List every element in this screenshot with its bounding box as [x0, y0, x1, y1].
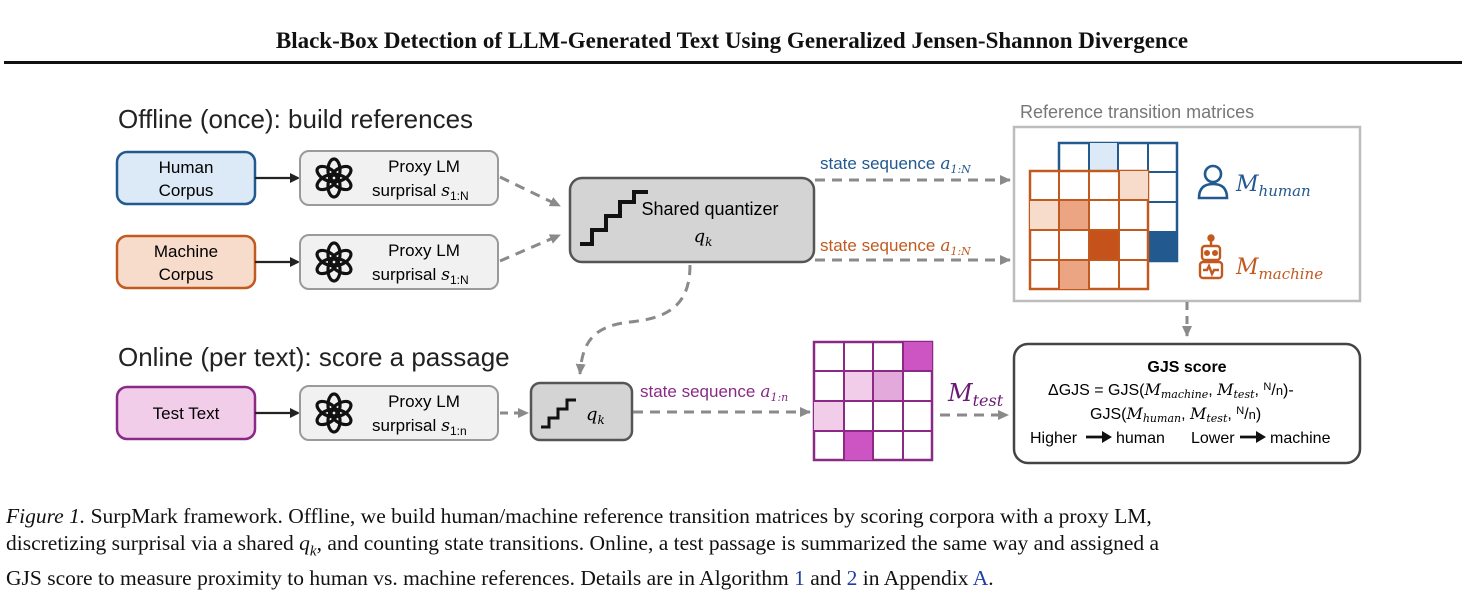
shared-quantizer-box: Shared quantizer qk	[568, 176, 816, 264]
k-sub: k	[598, 413, 605, 427]
caption-line-1: Figure 1. SurpMark framework. Offline, w…	[6, 504, 1152, 528]
svg-text:qk: qk	[694, 226, 713, 249]
m-human-sub: human	[1259, 182, 1311, 200]
proxy-lm-label: Proxy LM	[388, 157, 460, 176]
q-var: q	[694, 226, 706, 247]
gjs-line1-prefix: ΔGJS = GJS(	[1048, 382, 1145, 399]
robot-icon	[1198, 234, 1224, 280]
sub-1n: 1:n	[770, 391, 788, 404]
offline-title: Offline (once): build references	[118, 104, 473, 134]
state-seq-label-test: state sequence	[640, 382, 755, 401]
s-var: s	[441, 181, 450, 201]
proxy-lm-box-machine: Proxy LM surprisal s1:N	[299, 234, 499, 290]
surpmark-framework-diagram: Offline (once): build references Online …	[115, 102, 1362, 465]
algorithm-2-link[interactable]: 2	[846, 566, 858, 591]
proxy-lm-box-human: Proxy LM surprisal s1:N	[299, 150, 499, 206]
k-sub: k	[705, 235, 712, 249]
test-transition-matrix	[812, 340, 934, 462]
caption-line-2: discretizing surprisal via a shared qk, …	[6, 531, 1160, 560]
caption-line-3: GJS score to measure proximity to human …	[6, 566, 994, 591]
arrow-quantizer-to-online-quantizer	[575, 264, 692, 375]
state-seq-label-machine: state sequence	[820, 236, 935, 255]
m-test-sub: test	[973, 391, 1004, 410]
gjs-score-title: GJS score	[1147, 359, 1226, 376]
appendix-a-link[interactable]: A	[972, 566, 989, 591]
sub-1N: 1:N	[450, 189, 469, 203]
staircase-icon	[580, 190, 648, 246]
human-corpus-label-2: Corpus	[159, 181, 214, 200]
figure-caption: Figure 1. SurpMark framework. Offline, w…	[6, 503, 1462, 592]
sub-1N: 1:N	[950, 245, 971, 258]
staircase-icon	[541, 398, 576, 429]
proxy-lm-box-test: Proxy LM surprisal s1:n	[299, 385, 499, 441]
reference-matrices-panel: Reference transition matrices	[1012, 102, 1362, 303]
svg-text:Mtest: Mtest	[947, 379, 1004, 410]
quantizer-label: Shared quantizer	[641, 199, 778, 219]
svg-text:GJS(Mhuman, Mtest, N/n): GJS(Mhuman, Mtest, N/n)	[1090, 404, 1261, 425]
m-machine-var: M	[1235, 255, 1259, 280]
arrow-proxy-human-to-quantizer	[499, 175, 561, 208]
reference-panel-title: Reference transition matrices	[1020, 102, 1254, 122]
surprisal-label: surprisal	[372, 181, 436, 200]
person-icon	[1197, 164, 1229, 200]
proxy-lm-label: Proxy LM	[388, 241, 460, 260]
m-human-var: M	[1235, 172, 1259, 197]
algorithm-1-link[interactable]: 1	[794, 566, 805, 591]
a-var: a	[760, 382, 770, 402]
arrow-proxy-machine-to-quantizer	[499, 233, 561, 263]
header-rule	[4, 61, 1462, 64]
svg-text:Mhuman: Mhuman	[1235, 172, 1311, 200]
online-title: Online (per text): score a passage	[118, 342, 510, 372]
machine-transition-matrix	[1028, 169, 1150, 291]
gjs-score-box: GJS score ΔGJS = GJS(Mmachine, Mtest, N/…	[1012, 342, 1362, 465]
m-test-var: M	[947, 379, 974, 407]
right-arrow-icon	[1240, 431, 1266, 443]
paper-header-title: Black-Box Detection of LLM-Generated Tex…	[275, 28, 1189, 53]
a-var: a	[940, 236, 950, 256]
test-text-label: Test Text	[153, 404, 220, 423]
sub-1N: 1:N	[450, 273, 469, 287]
human-corpus-box: Human Corpus	[115, 150, 257, 206]
surprisal-label: surprisal	[372, 265, 436, 284]
machine-corpus-box: Machine Corpus	[115, 234, 257, 290]
gjs-higher-label: Higher	[1030, 430, 1078, 447]
online-quantizer-box: qk	[529, 381, 634, 442]
gjs-lower-label: Lower	[1191, 430, 1235, 447]
test-text-box: Test Text	[115, 385, 257, 441]
figure-label: Figure 1.	[6, 504, 86, 528]
q-var: q	[586, 404, 598, 425]
right-arrow-icon	[1086, 431, 1112, 443]
s-var: s	[441, 265, 450, 285]
m-machine-sub: machine	[1259, 265, 1324, 283]
gjs-machine-label: machine	[1270, 430, 1331, 447]
surprisal-label: surprisal	[372, 416, 436, 435]
gjs-human-label: human	[1116, 430, 1165, 447]
a-var: a	[940, 154, 950, 174]
svg-text:qk: qk	[586, 404, 605, 427]
svg-text:Mmachine: Mmachine	[1235, 255, 1323, 283]
machine-corpus-label-1: Machine	[154, 242, 218, 261]
human-corpus-label-1: Human	[159, 158, 214, 177]
proxy-lm-label: Proxy LM	[388, 392, 460, 411]
sub-1N: 1:N	[950, 163, 971, 176]
svg-text:ΔGJS = GJS(Mmachine, Mtest, N/: ΔGJS = GJS(Mmachine, Mtest, N/n)-	[1048, 380, 1294, 401]
gjs-line2-prefix: GJS(	[1090, 406, 1127, 423]
state-seq-label-human: state sequence	[820, 154, 935, 173]
machine-corpus-label-2: Corpus	[159, 265, 214, 284]
sub-1n: 1:n	[450, 424, 467, 438]
s-var: s	[441, 416, 450, 436]
